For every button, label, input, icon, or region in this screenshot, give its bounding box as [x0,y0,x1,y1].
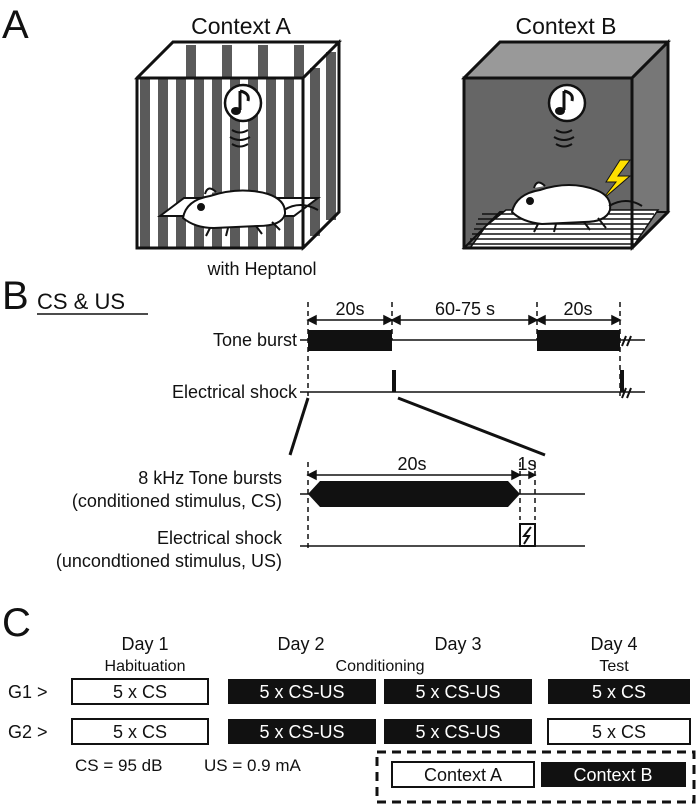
day-3-label: Day 3 [434,634,481,654]
cs-note: CS = 95 dB [75,756,162,775]
group-1-label: G1 > [8,682,48,702]
detail-shock-label-2: (uncondtioned stimulus, US) [56,551,282,571]
day-4-label: Day 4 [590,634,637,654]
context-a-box [391,761,535,788]
day-1-label: Day 1 [121,634,168,654]
panel-label-c: C [2,601,31,645]
g1-day1-box [71,678,209,705]
detail-tone-timeline [300,481,585,507]
g1-day3-box [384,679,532,704]
g2-day2-box [228,719,376,744]
panel-label-b: B [2,274,29,318]
context-a-title: Context A [191,13,291,39]
duration-arrows-top [306,314,622,326]
detail-duration-cs: 20s [397,454,426,474]
detail-shock-bolt-icon [521,526,532,545]
detail-tone-label-2: (conditioned stimulus, CS) [72,491,282,511]
g2-day4-text: 5 x CS [592,722,646,742]
cs-us-title: CS & US [37,289,125,314]
context-b-title: Context B [516,13,617,39]
heptanol-label: with Heptanol [206,259,316,279]
tone-burst-block-1 [308,330,392,351]
panel-label-a: A [2,3,29,47]
detail-tone-envelope [308,481,520,507]
group-2-label: G2 > [8,722,48,742]
g1-day1-text: 5 x CS [113,682,167,702]
g2-day2-text: 5 x CS-US [259,722,344,742]
rat-icon-b [510,181,643,233]
g1-day2-box [228,679,376,704]
context-b-box-text: Context B [573,765,652,785]
g1-day4-text: 5 x CS [592,682,646,702]
tone-burst-timeline [300,330,645,351]
g1-day2-text: 5 x CS-US [259,682,344,702]
dashed-guides-detail [307,462,536,550]
context-b-box [541,762,686,787]
g1-day3-text: 5 x CS-US [415,682,500,702]
g2-day3-box [384,719,532,744]
us-note: US = 0.9 mA [204,756,302,775]
detail-shock-timeline [300,523,585,547]
phase-conditioning: Conditioning [336,658,425,675]
duration-cs-1: 20s [335,299,364,319]
g1-day4-box [548,679,690,704]
zoom-lines [288,396,546,457]
tone-burst-label: Tone burst [213,330,297,350]
phase-test: Test [599,658,629,675]
detail-tone-label-1: 8 kHz Tone bursts [138,468,282,488]
phase-habituation: Habituation [105,658,186,675]
duration-cs-2: 20s [563,299,592,319]
shock-pulse-1 [392,370,396,392]
speaker-icon-a [223,83,263,148]
g2-day1-box [71,718,209,745]
context-a-box-text: Context A [424,765,502,785]
detail-duration-us: 1s [517,454,536,474]
g2-day3-text: 5 x CS-US [415,722,500,742]
lightning-bolt-icon [601,159,632,201]
g2-day1-text: 5 x CS [113,722,167,742]
speaker-icon-b [547,83,587,148]
day-2-label: Day 2 [277,634,324,654]
shock-timeline [300,370,645,399]
context-dashed-frame [375,750,696,804]
duration-iti: 60-75 s [435,299,495,319]
shock-pulse-2 [620,370,624,392]
g2-day4-box [547,718,691,745]
electrical-shock-label: Electrical shock [172,382,298,402]
detail-duration-arrows [306,469,537,481]
tone-burst-block-2 [537,330,620,351]
detail-shock-label-1: Electrical shock [157,528,283,548]
rat-icon-a [181,187,319,237]
